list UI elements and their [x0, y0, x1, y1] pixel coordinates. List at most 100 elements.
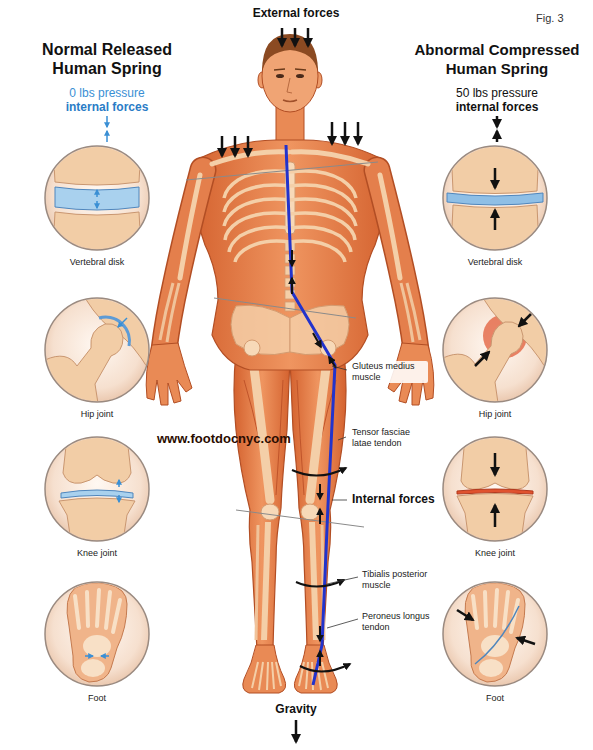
head — [283, 100, 297, 102]
circle-outline — [442, 581, 548, 687]
external-force-arrow — [331, 122, 334, 144]
circle-outline — [45, 437, 149, 541]
external-force-arrow — [281, 28, 284, 46]
joint-label: Vertebral disk — [43, 257, 151, 268]
vertebral-disk-compressed — [447, 146, 543, 250]
vertebral-disk-normal — [96, 190, 98, 197]
vertebral-disk-normal — [96, 201, 98, 208]
leader-line — [332, 366, 347, 370]
arm — [146, 343, 192, 405]
arm — [212, 152, 288, 164]
knee-joint-compressed — [494, 505, 497, 527]
leg — [256, 525, 258, 640]
arm — [235, 241, 290, 262]
external-force-arrow — [294, 28, 297, 46]
panel-heading: Normal Released Human Spring — [20, 40, 195, 78]
arm — [180, 175, 200, 278]
joint-label: Foot — [441, 693, 549, 704]
external-force-arrow — [295, 720, 298, 742]
circle-outline — [45, 582, 149, 686]
leg — [252, 662, 281, 690]
arm — [160, 283, 179, 342]
joint-label: Knee joint — [441, 548, 549, 559]
arm — [224, 171, 290, 262]
force-label: internal forces — [456, 100, 539, 114]
force-arrow — [291, 278, 293, 294]
force-arrow — [319, 651, 321, 666]
force-arrow — [291, 250, 293, 266]
plane-line — [186, 162, 378, 527]
external-force-arrow — [221, 136, 224, 156]
head — [287, 78, 292, 93]
vertebral-disk-normal — [53, 146, 141, 250]
leg — [261, 504, 279, 520]
part-label: Peroneus longus tendon — [360, 611, 436, 633]
foot-compressed — [517, 638, 535, 644]
foot-compressed — [457, 583, 535, 682]
knee-joint-normal — [45, 437, 149, 541]
circle-outline — [443, 146, 547, 250]
hip-joint-normal — [45, 298, 149, 410]
hip-joint-compressed — [443, 322, 523, 410]
circle-outline — [44, 145, 150, 251]
external-force-arrow — [222, 28, 358, 742]
circle-outline — [442, 145, 548, 251]
vertebral-disk-normal — [55, 187, 139, 210]
foot-normal — [67, 583, 127, 682]
knee-joint-normal — [63, 437, 131, 483]
hip-joint-compressed — [475, 352, 489, 366]
joint-circle: Knee joint — [441, 437, 549, 560]
joint-circle: Vertebral disk — [441, 146, 549, 269]
foot-compressed — [479, 659, 503, 677]
foot-normal — [45, 582, 149, 686]
arm — [290, 152, 434, 405]
external-force-arrow — [357, 122, 360, 144]
force-arrow — [319, 484, 321, 499]
leg — [234, 352, 290, 693]
joint-circle: Foot — [441, 582, 549, 705]
knee-joint-compressed — [457, 437, 533, 541]
circle-outline — [45, 146, 149, 250]
pressure-value: 50 lbs pressure — [456, 86, 538, 100]
circle-outline — [44, 581, 150, 687]
leg — [264, 522, 268, 640]
head — [274, 69, 306, 70]
joint-label: Hip joint — [441, 409, 549, 420]
force-arrow — [319, 626, 321, 641]
leg — [243, 645, 286, 693]
head — [296, 74, 304, 78]
vertebral-disk-compressed — [451, 146, 539, 194]
vertebral-disk-normal — [45, 146, 149, 250]
force-arrow — [292, 468, 346, 476]
leader-line — [332, 500, 347, 501]
circle-outline — [443, 298, 547, 402]
force-label: Gravity — [275, 702, 316, 716]
force-arrow — [300, 664, 350, 672]
circle-outline — [442, 436, 548, 542]
force-arrow — [296, 580, 344, 587]
foot-compressed — [443, 582, 547, 686]
vertebral-disk-normal — [53, 146, 141, 185]
foot-compressed — [465, 583, 525, 682]
foot-normal — [75, 590, 120, 632]
joint-circle: Hip joint — [43, 298, 151, 421]
hip-joint-compressed — [443, 298, 547, 410]
part-label: Tibialis posterior muscle — [360, 569, 436, 591]
pressure-arrow — [496, 116, 499, 127]
vertebral-disk-normal — [53, 212, 141, 250]
joint-circle: Hip joint — [441, 298, 549, 421]
joint-label: Hip joint — [43, 409, 151, 420]
foot-normal — [81, 659, 105, 677]
force-label: External forces — [253, 6, 340, 20]
circle-outline — [45, 298, 149, 402]
part-label: Gluteus medius muscle — [350, 361, 428, 383]
foot-normal — [85, 655, 93, 657]
knee-joint-normal — [59, 437, 135, 541]
circle-outline — [44, 297, 150, 403]
foot-normal — [45, 582, 149, 686]
vertebral-disk-compressed — [447, 193, 543, 205]
hip-joint-compressed — [519, 312, 533, 326]
external-force-arrow — [234, 136, 237, 156]
pressure-arrow — [496, 131, 499, 142]
